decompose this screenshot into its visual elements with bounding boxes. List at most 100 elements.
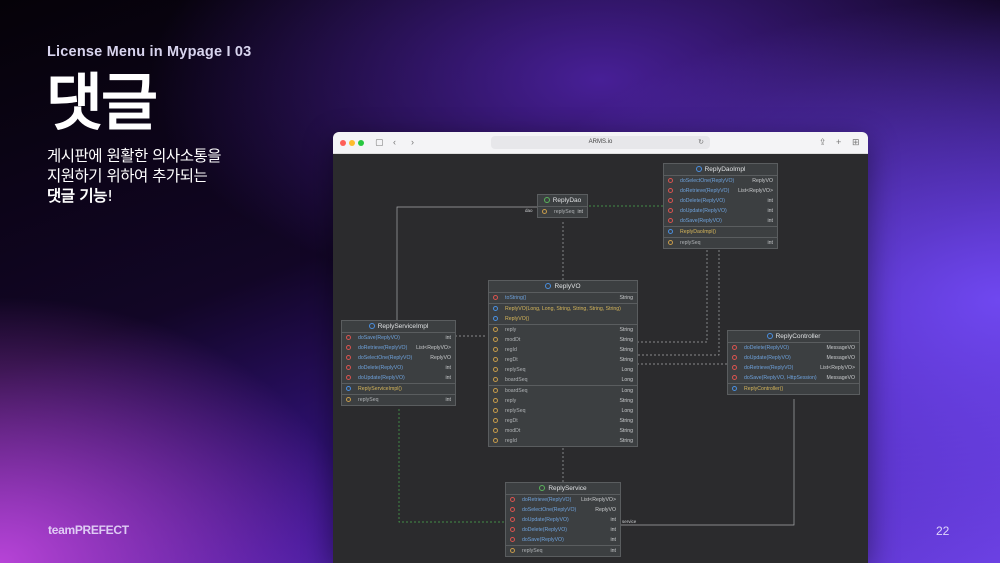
zoom-window-button[interactable]: [358, 140, 364, 146]
constructor-icon: [493, 316, 498, 322]
controller-to-service-line: [621, 399, 795, 526]
method-icon: [668, 198, 673, 204]
member-type: String: [619, 295, 633, 301]
class-reply-service-impl: ReplyServiceImpl doSave(ReplyVO)int doRe…: [341, 320, 456, 406]
member-name: regDt: [505, 418, 518, 424]
slide-eyebrow: License Menu in Mypage I 03: [47, 44, 252, 60]
field-icon: [668, 240, 673, 246]
member-name: doSave(ReplyVO): [680, 218, 722, 224]
constructor-icon: [493, 306, 498, 312]
method-icon: [510, 497, 515, 503]
class-title: ReplyVO: [554, 283, 581, 290]
member-name: reply: [505, 398, 517, 404]
method-icon: [510, 537, 515, 543]
member-name: doUpdate(ReplyVO): [744, 355, 791, 361]
member-name: doSave(ReplyVO): [522, 537, 564, 543]
member-type: Long: [621, 388, 633, 394]
member-type: int: [577, 209, 583, 215]
method-icon: [346, 345, 351, 351]
forward-icon[interactable]: ›: [411, 137, 414, 147]
member-name: doUpdate(ReplyVO): [680, 208, 727, 214]
minimize-window-button[interactable]: [349, 140, 355, 146]
close-window-button[interactable]: [340, 140, 346, 146]
method-icon: [732, 345, 737, 351]
member-name: doRetrieve(ReplyVO): [744, 365, 794, 371]
method-icon: [510, 527, 515, 533]
method-row: doSelectOne(ReplyVO) ReplyVO: [342, 353, 455, 363]
member-name: doUpdate(ReplyVO): [358, 375, 405, 381]
member-type: int: [767, 240, 773, 246]
member-type: ReplyVO: [595, 507, 616, 513]
field-icon: [542, 209, 547, 215]
class-icon: [368, 323, 375, 330]
property-icon: [346, 397, 351, 403]
method-row: doSelectOne(ReplyVO)ReplyVO: [664, 176, 777, 186]
member-type: String: [619, 347, 633, 353]
member-name: doSelectOne(ReplyVO): [680, 178, 735, 184]
member-type: int: [767, 198, 773, 204]
address-bar[interactable]: ARMS.io ↻: [491, 136, 710, 149]
member-type: String: [619, 327, 633, 333]
member-type: int: [445, 375, 451, 381]
member-type: String: [619, 357, 633, 363]
method-row: doDelete(ReplyVO)MessageVO: [728, 343, 859, 353]
method-row: doUpdate(ReplyVO)MessageVO: [728, 353, 859, 363]
member-name: regId: [505, 438, 517, 444]
share-icon[interactable]: ⇪: [819, 137, 827, 147]
field-icon: [493, 418, 498, 424]
constructor-row: ReplyController(): [728, 383, 859, 394]
url-text: ARMS.io: [588, 139, 613, 145]
property-row: regDt String: [489, 355, 637, 365]
member-name: doDelete(ReplyVO): [744, 345, 789, 351]
member-type: ReplyVO: [430, 355, 451, 361]
member-name: modDt: [505, 337, 521, 343]
member-type: Long: [621, 408, 633, 414]
method-row: doSave(ReplyVO)int: [506, 535, 620, 545]
constructor-row: ReplyDaoImpl(): [664, 226, 777, 237]
member-name: regDt: [505, 357, 518, 363]
property-icon: [493, 347, 498, 353]
member-name: replySeq: [358, 397, 379, 403]
desc-tail: !: [106, 187, 113, 205]
browser-toolbar: ▢ ‹ › ARMS.io ↻ ⇪ + ⊞: [333, 132, 868, 154]
member-name: reply: [505, 327, 517, 333]
new-tab-icon[interactable]: +: [836, 137, 842, 147]
method-icon: [346, 355, 351, 361]
method-row: doSave(ReplyVO, HttpSession)MessageVO: [728, 373, 859, 383]
tabs-overview-icon[interactable]: ⊞: [852, 137, 860, 147]
desc-line-2: 지원하기 위하여 추가되는: [47, 167, 208, 185]
connector-lines: [396, 205, 795, 526]
member-type: List<ReplyVO>: [416, 345, 451, 351]
member-name: doSelectOne(ReplyVO): [522, 507, 577, 513]
member-name: doSelectOne(ReplyVO): [358, 355, 413, 361]
member-type: String: [619, 337, 633, 343]
member-name: boardSeq: [505, 388, 528, 394]
class-header: ReplyController: [728, 331, 859, 343]
class-title: ReplyDao: [552, 197, 582, 204]
class-header: ReplyVO: [489, 281, 637, 293]
member-type: List<ReplyVO>: [820, 365, 855, 371]
class-reply-dao-impl: ReplyDaoImpl doSelectOne(ReplyVO)ReplyVO…: [663, 163, 778, 249]
sidebar-toggle-icon[interactable]: ▢: [375, 137, 384, 147]
reload-icon[interactable]: ↻: [698, 139, 704, 146]
field-icon: [493, 398, 498, 404]
class-header: ReplyDaoImpl: [664, 164, 777, 176]
method-row: doRetrieve(ReplyVO)List<ReplyVO>: [342, 343, 455, 353]
constructor-row: ReplyVO(Long, Long, String, String, Stri…: [489, 303, 637, 314]
member-name: ReplyDaoImpl(): [680, 229, 717, 235]
method-icon: [668, 218, 673, 224]
member-name: doSave(ReplyVO): [358, 335, 400, 341]
property-icon: [493, 327, 498, 333]
class-title: ReplyDaoImpl: [704, 166, 746, 173]
constructor-row: ReplyServiceImpl(): [342, 383, 455, 394]
back-icon[interactable]: ‹: [393, 137, 396, 147]
method-icon: [346, 335, 351, 341]
interface-icon: [543, 197, 550, 204]
method-row: doUpdate(ReplyVO) int: [342, 373, 455, 383]
class-reply-service: ReplyService doRetrieve(ReplyVO)List<Rep…: [505, 482, 621, 557]
browser-window: ▢ ‹ › ARMS.io ↻ ⇪ + ⊞ Rep: [333, 132, 868, 563]
